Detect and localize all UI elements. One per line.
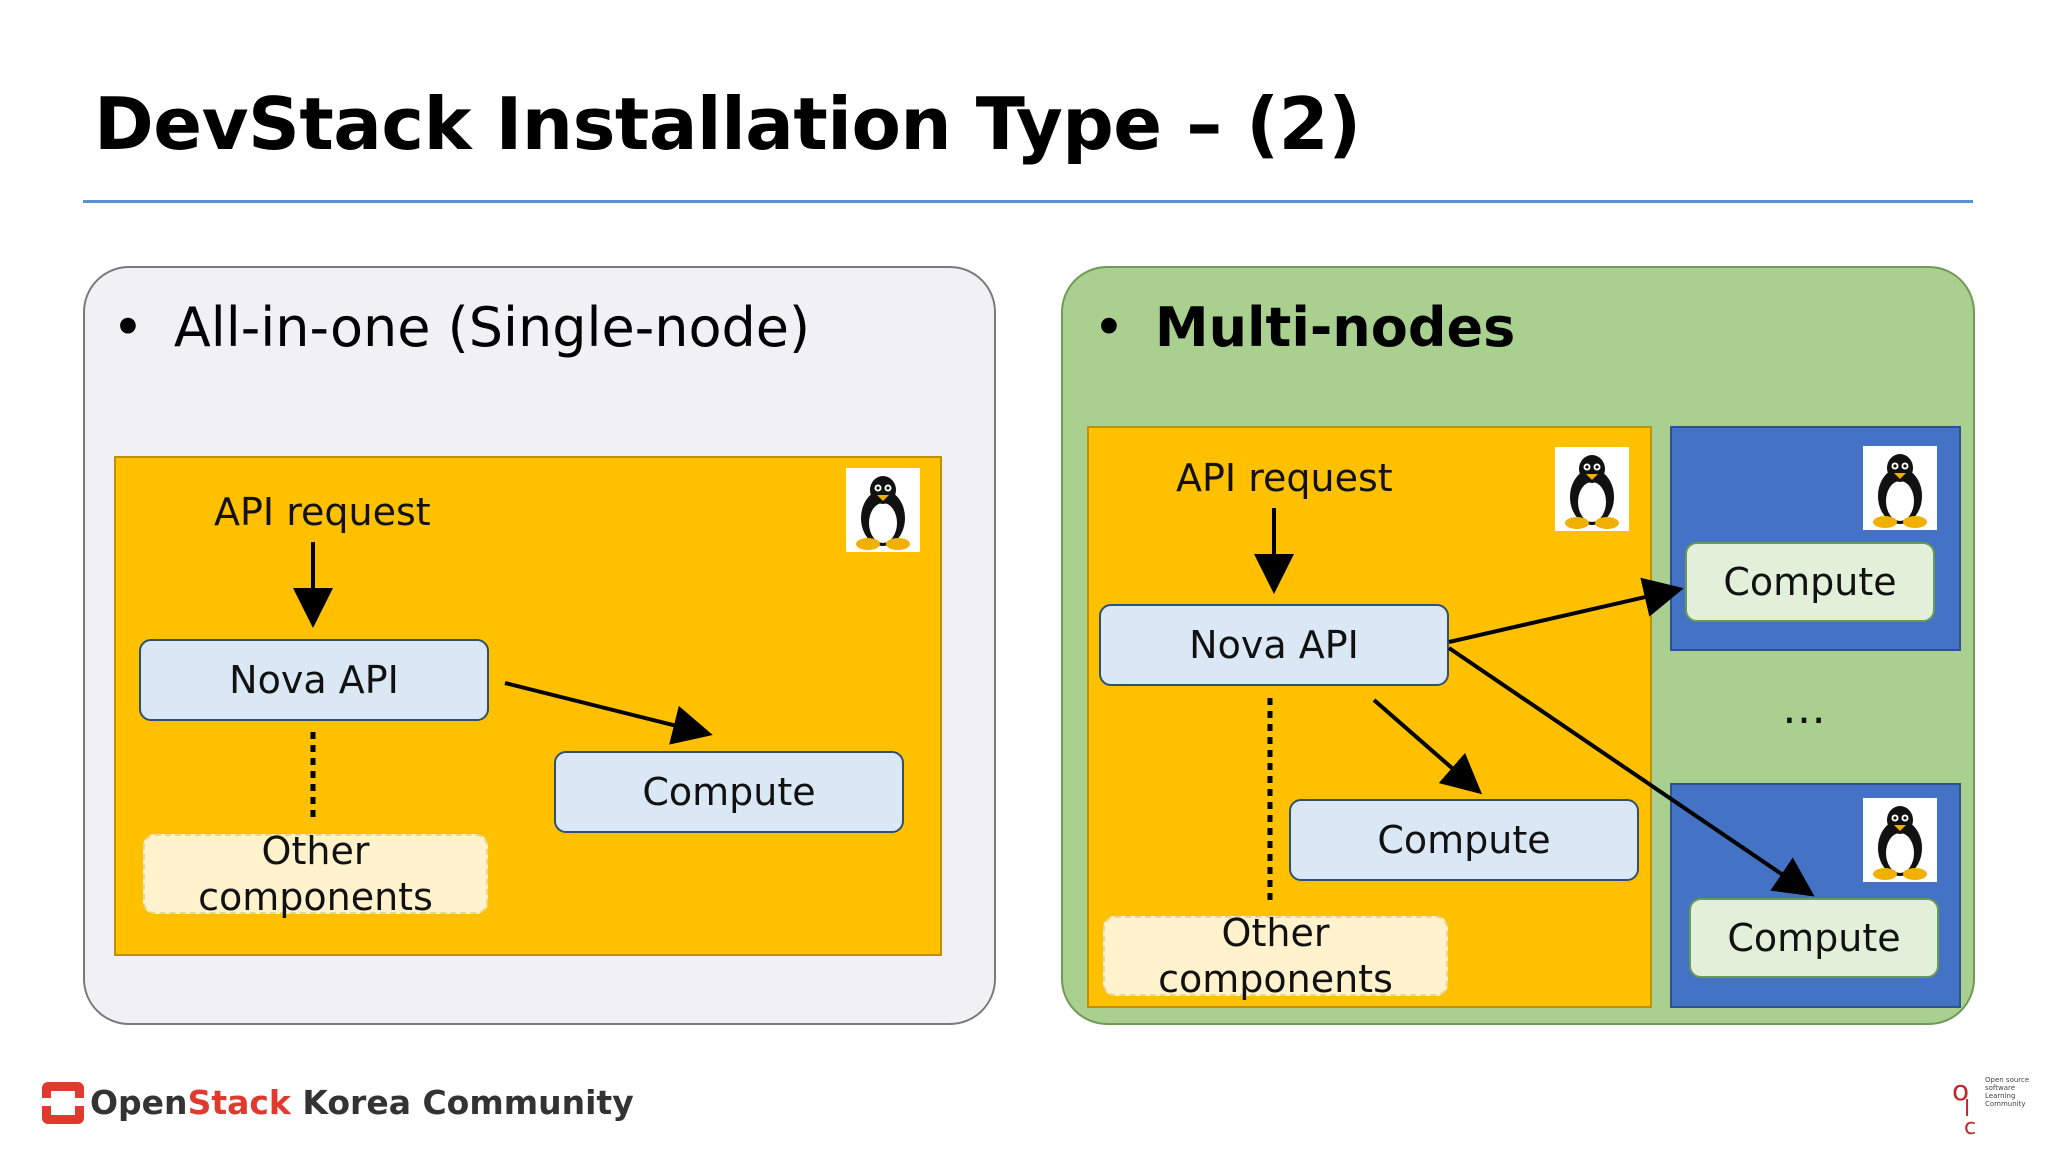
other-components-line1: Other [1221,911,1330,955]
olc-logo-text: Open source software Learning Community [1985,1076,2030,1108]
arrow-icon [1372,698,1483,795]
page-title: DevStack Installation Type – (2) [94,82,1361,166]
multi-nodes-heading-text: Multi-nodes [1154,296,1516,359]
openstack-logo-icon [40,1080,86,1130]
arrow-icon [504,681,713,745]
brand-open: Open [90,1083,188,1122]
bullet-icon: • [112,296,144,359]
other-components-line1: Other [261,829,370,873]
svg-text:l: l [1964,1097,1970,1122]
footer-brand: OpenStack Korea Community [90,1083,634,1122]
other-components-line2: components [1158,957,1393,1001]
all-in-one-heading: • All-in-one (Single-node) [112,296,810,359]
nova-api-box: Nova API [1099,604,1449,686]
olc-logo-icon: o l c [1950,1072,1984,1140]
bullet-icon: • [1093,296,1125,359]
linux-tux-icon [846,468,920,552]
other-components-box: Other components [1103,911,1448,1001]
other-components-line2: components [198,875,433,919]
other-components-box: Other components [143,829,488,919]
all-in-one-heading-text: All-in-one (Single-node) [173,296,811,359]
svg-text:c: c [1964,1115,1976,1136]
linux-tux-icon [1555,447,1629,531]
linux-tux-icon [1863,446,1937,530]
title-divider [83,200,1973,203]
api-request-label: API request [1176,456,1393,500]
svg-text:o: o [1952,1074,1969,1107]
compute-box: Compute [1685,542,1935,622]
arrow-icon [1448,577,1684,644]
arrow-icon [1447,646,1815,897]
compute-box: Compute [1289,799,1639,881]
compute-box: Compute [1689,898,1939,978]
ellipsis: … [1782,683,1830,734]
compute-box: Compute [554,751,904,833]
brand-stack: Stack [187,1083,291,1122]
brand-rest: Korea Community [290,1083,634,1122]
linux-tux-icon [1863,798,1937,882]
multi-nodes-heading: • Multi-nodes [1093,296,1515,359]
api-request-label: API request [214,490,431,534]
nova-api-box: Nova API [139,639,489,721]
